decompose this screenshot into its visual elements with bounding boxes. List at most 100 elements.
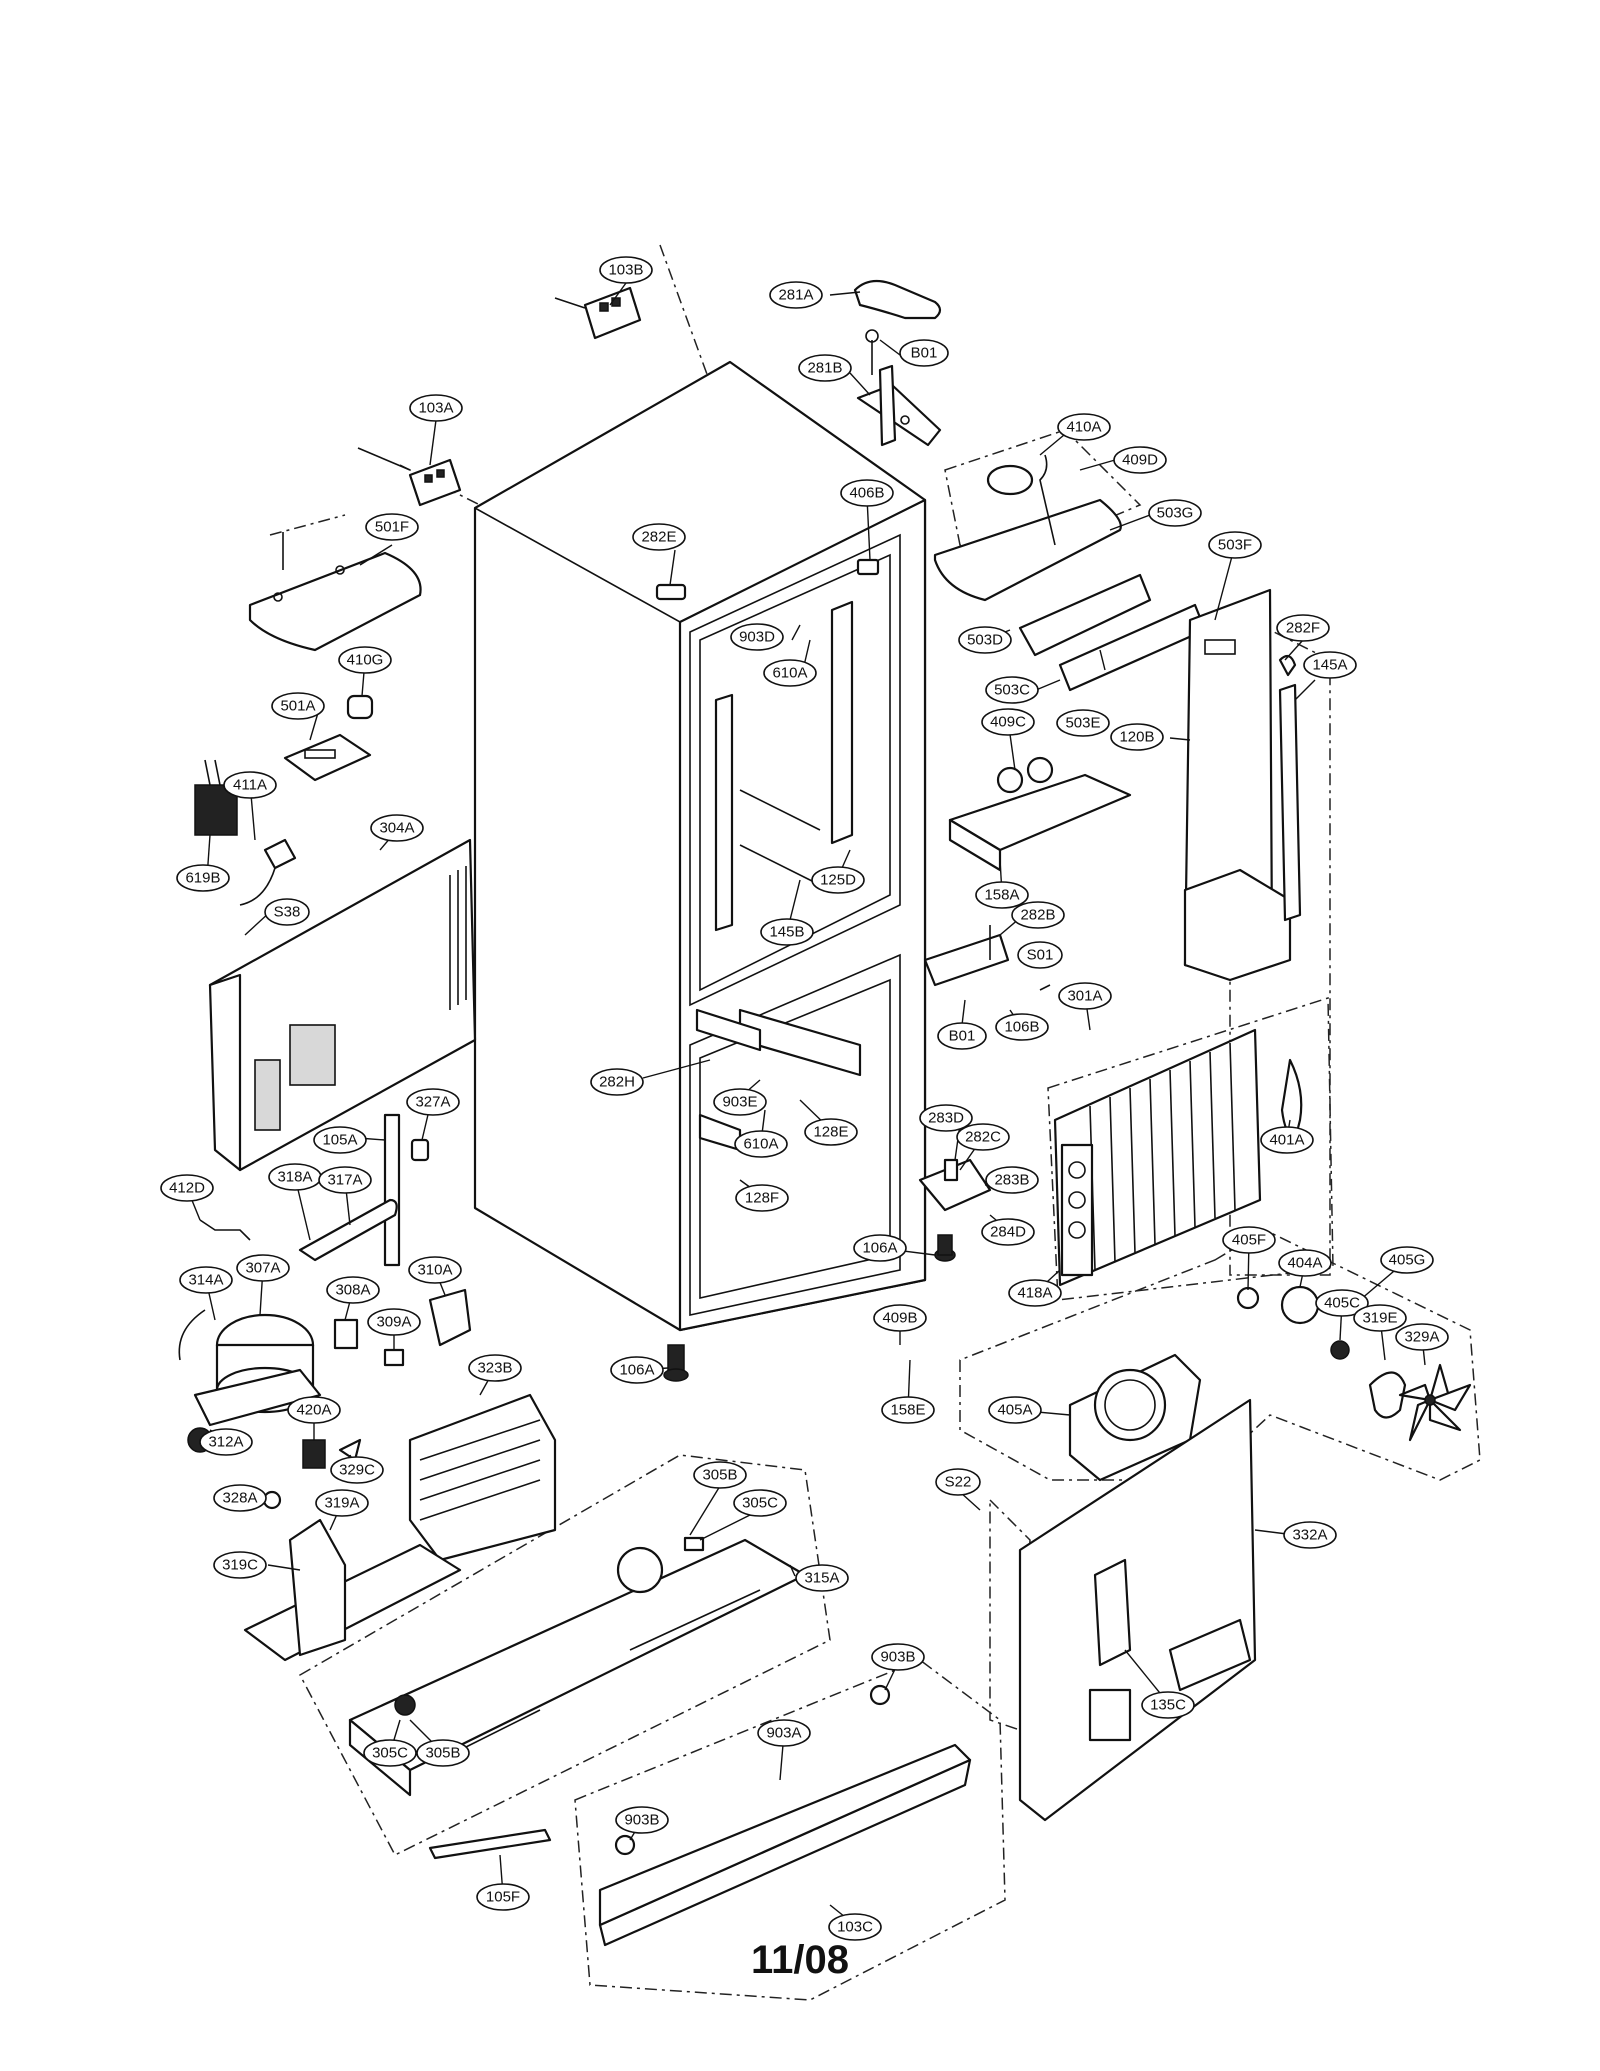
callout-329A-label: 329A [1404, 1329, 1439, 1346]
callout-405A-label: 405A [997, 1402, 1032, 1419]
leveling-feet [663, 1344, 689, 1382]
callout-410A: 410A [1057, 413, 1111, 441]
callout-308A: 308A [326, 1276, 380, 1304]
callout-282F-label: 282F [1286, 620, 1320, 637]
callout-610A-lower-label: 610A [743, 1136, 778, 1153]
callout-135C: 135C [1141, 1691, 1195, 1719]
callout-329C-label: 329C [339, 1462, 375, 1479]
callout-106A-lower: 106A [610, 1356, 664, 1384]
freezer-cover-332A [1018, 1398, 1257, 1822]
callout-301A-label: 301A [1067, 988, 1102, 1005]
callout-314A-label: 314A [188, 1272, 223, 1289]
compressor-parts [178, 1113, 557, 1662]
callout-304A-label: 304A [379, 820, 414, 837]
callout-319C-label: 319C [222, 1557, 258, 1574]
callout-903E-label: 903E [722, 1094, 757, 1111]
callout-145A-label: 145A [1312, 657, 1347, 674]
callout-282C: 282C [956, 1123, 1010, 1151]
callout-409B: 409B [873, 1304, 927, 1332]
callout-B01-lower: B01 [937, 1022, 987, 1050]
callout-317A: 317A [318, 1166, 372, 1194]
callout-304A: 304A [370, 814, 424, 842]
page-label: 11/08 [751, 1938, 849, 1982]
callout-305C-label: 305C [742, 1495, 778, 1512]
fan-assembly-405 [1068, 1285, 1472, 1482]
callout-315A-label: 315A [804, 1570, 839, 1587]
callout-503C: 503C [985, 676, 1039, 704]
callout-418A-label: 418A [1017, 1285, 1052, 1302]
callout-105F: 105F [476, 1883, 530, 1911]
callout-409B-label: 409B [882, 1310, 917, 1327]
callout-S22-label: S22 [945, 1474, 972, 1491]
callout-135C-label: 135C [1150, 1697, 1186, 1714]
callout-619B: 619B [176, 864, 230, 892]
callout-319C: 319C [213, 1551, 267, 1579]
part-callouts: 103B 281A B01 281B 103A 410A 409D 406B 5… [160, 256, 1449, 1941]
callout-128E: 128E [804, 1118, 858, 1146]
callout-319A-label: 319A [324, 1495, 359, 1512]
callout-282F: 282F [1276, 614, 1330, 642]
callout-305B-lower: 305B [416, 1739, 470, 1767]
callout-128F: 128F [735, 1184, 789, 1212]
callout-282B: 282B [1011, 901, 1065, 929]
callout-145B: 145B [760, 918, 814, 946]
callout-503G-label: 503G [1157, 505, 1194, 522]
callout-281B: 281B [798, 354, 852, 382]
callout-310A: 310A [408, 1256, 462, 1284]
callout-405G: 405G [1380, 1246, 1434, 1274]
evaporator-301A [1053, 1028, 1303, 1287]
callout-106A-label: 106A [862, 1240, 897, 1257]
callout-501F-label: 501F [375, 519, 409, 536]
callout-103B-label: 103B [608, 262, 643, 279]
callout-323B: 323B [468, 1354, 522, 1382]
callout-903B-lower: 903B [615, 1806, 669, 1834]
callout-283D-label: 283D [928, 1110, 964, 1127]
control-box-and-cover [194, 532, 422, 906]
callout-105A-label: 105A [322, 1132, 357, 1149]
callout-S01: S01 [1017, 941, 1063, 969]
callout-105F-label: 105F [486, 1889, 520, 1906]
callout-404A-label: 404A [1287, 1255, 1322, 1272]
callout-305C: 305C [733, 1489, 787, 1517]
callout-128E-label: 128E [813, 1124, 848, 1141]
callout-158A: 158A [975, 881, 1029, 909]
callout-309A-label: 309A [376, 1314, 411, 1331]
callout-281A: 281A [769, 281, 823, 309]
callout-405C-label: 405C [1324, 1295, 1360, 1312]
callout-329C: 329C [330, 1456, 384, 1484]
callout-282E-label: 282E [641, 529, 676, 546]
callout-106A-lower-label: 106A [619, 1362, 654, 1379]
callout-409D: 409D [1113, 446, 1167, 474]
callout-903B-lower-label: 903B [624, 1812, 659, 1829]
callout-903E: 903E [713, 1088, 767, 1116]
callout-610A-lower: 610A [734, 1130, 788, 1158]
callout-503D-label: 503D [967, 632, 1003, 649]
callout-314A: 314A [179, 1266, 233, 1294]
callout-411A-label: 411A [233, 777, 267, 794]
part-105F [428, 1828, 552, 1860]
callout-405A: 405A [988, 1396, 1042, 1424]
hinge-282B [923, 925, 1051, 991]
callout-158E-label: 158E [890, 1402, 925, 1419]
callout-903B: 903B [871, 1643, 925, 1671]
callout-317A-label: 317A [327, 1172, 362, 1189]
callout-418A: 418A [1008, 1279, 1062, 1307]
callout-S38-label: S38 [274, 904, 301, 921]
callout-503E: 503E [1056, 709, 1110, 737]
callout-B01-label: B01 [911, 345, 938, 362]
callout-319E-label: 319E [1362, 1310, 1397, 1327]
callout-106A: 106A [853, 1234, 907, 1262]
callout-282C-label: 282C [965, 1129, 1001, 1146]
callout-610A-label: 610A [772, 665, 807, 682]
callout-327A-label: 327A [415, 1094, 450, 1111]
callout-405F: 405F [1222, 1226, 1276, 1254]
callout-103A: 103A [409, 394, 463, 422]
callout-106B-label: 106B [1004, 1019, 1039, 1036]
callout-411A: 411A [223, 771, 277, 799]
callout-903D-label: 903D [739, 629, 775, 646]
callout-501F: 501F [365, 513, 419, 541]
callout-404A: 404A [1278, 1249, 1332, 1277]
callout-503E-label: 503E [1065, 715, 1100, 732]
callout-283B: 283B [985, 1166, 1039, 1194]
callout-903A: 903A [757, 1719, 811, 1747]
